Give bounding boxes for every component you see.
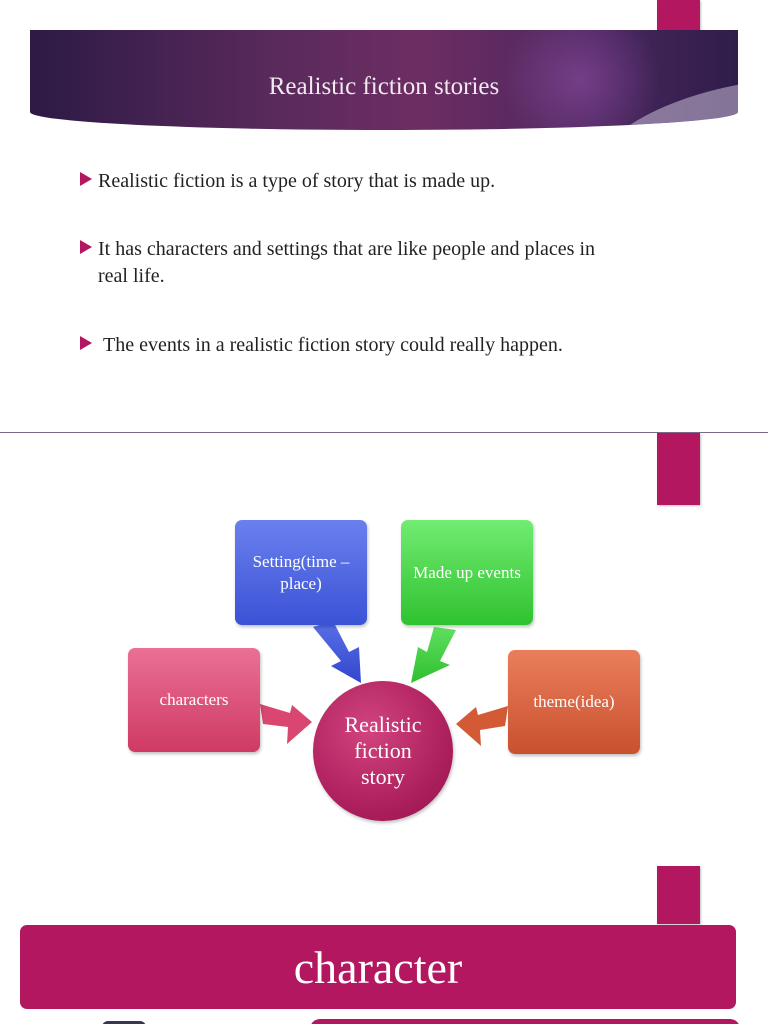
bullet-item: Realistic fiction is a type of story tha… [80, 168, 495, 195]
slide-divider [0, 432, 768, 433]
slide-divider [0, 865, 768, 866]
slide-1: Realistic fiction stories Realistic fict… [0, 0, 768, 432]
arrow-theme-to-center [456, 706, 508, 746]
corner-tab [657, 433, 700, 505]
slide-title: Realistic fiction stories [268, 73, 500, 100]
bullet-item: It has characters and settings that are … [80, 236, 600, 290]
slide-2: Setting(time – place) Made up events cha… [0, 433, 768, 865]
center-node: Realistic fiction story [313, 681, 453, 821]
arrow-setting-to-center [313, 621, 361, 683]
corner-tab [657, 866, 700, 924]
triangle-bullet-icon [80, 336, 92, 350]
bullet-text: The events in a realistic fiction story … [98, 334, 563, 356]
center-node-label: Realistic fiction story [344, 712, 422, 789]
shape-partial [310, 1019, 740, 1024]
slide-3: character [0, 866, 768, 1024]
bullet-item: The events in a realistic fiction story … [80, 332, 563, 359]
node-characters: characters [128, 648, 260, 752]
banner-glow [500, 30, 660, 130]
diagram-arrows [260, 621, 508, 746]
bullet-text: Realistic fiction is a type of story tha… [98, 170, 496, 192]
bullet-text: It has characters and settings that are … [98, 238, 596, 287]
title-banner: Realistic fiction stories [30, 30, 738, 130]
shape-partial [102, 1021, 146, 1024]
slide-title: character [293, 941, 463, 993]
triangle-bullet-icon [80, 240, 92, 254]
node-made-up-events: Made up events [401, 520, 533, 625]
node-setting: Setting(time – place) [235, 520, 367, 625]
arrow-characters-to-center [260, 704, 312, 744]
node-theme: theme(idea) [508, 650, 640, 754]
triangle-bullet-icon [80, 172, 92, 186]
arrow-events-to-center [411, 627, 456, 683]
slide-title-banner: character [20, 925, 736, 1009]
